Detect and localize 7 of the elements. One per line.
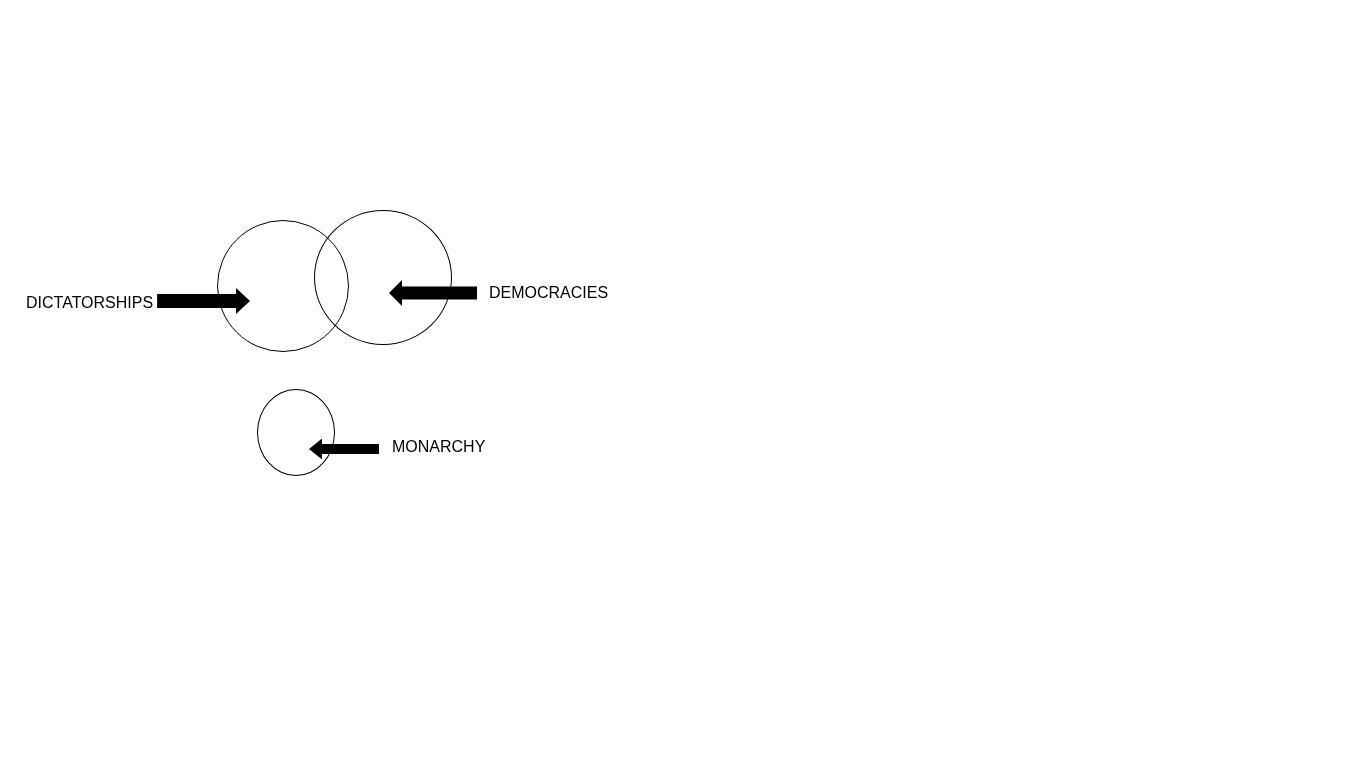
category-label: MONARCHY: [392, 437, 486, 457]
block-arrow: [389, 280, 477, 306]
circle: [314, 210, 452, 345]
block-arrow: [157, 288, 250, 314]
category-label: DEMOCRACIES: [489, 283, 609, 303]
block-arrow: [309, 438, 379, 460]
category-label: DICTATORSHIPS: [26, 293, 154, 313]
